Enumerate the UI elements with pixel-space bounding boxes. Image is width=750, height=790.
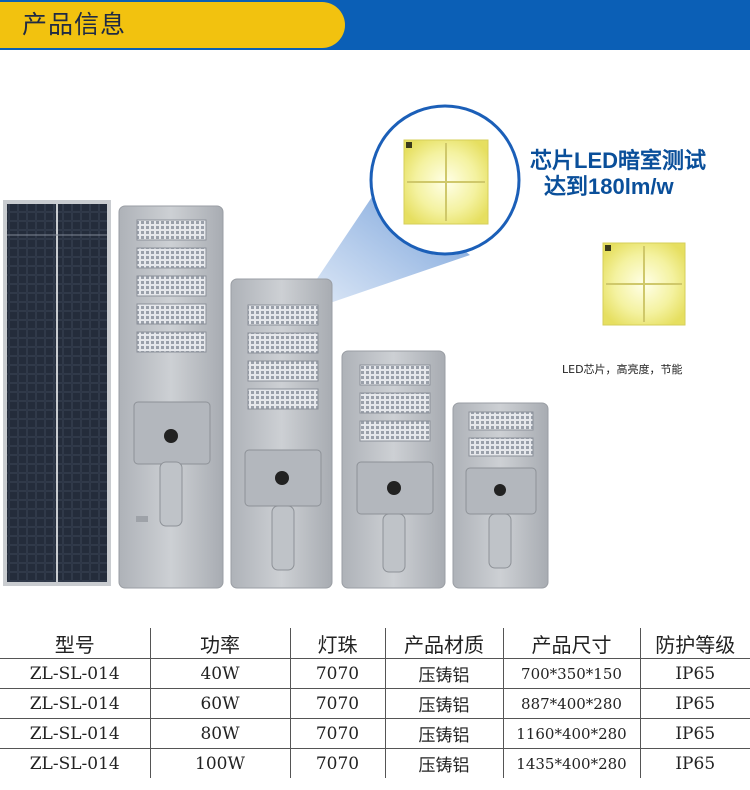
cell-material: 压铸铝 (384, 718, 503, 749)
table-row: ZL-SL-014 80W 7070 压铸铝 1160*400*280 IP65 (0, 718, 750, 749)
callout-line-2: 达到180lm/w (544, 174, 674, 199)
cell-power: 80W (149, 718, 290, 749)
cell-material: 压铸铝 (384, 658, 503, 689)
cell-size: 1160*400*280 (502, 718, 640, 749)
header-ip: 防护等级 (639, 628, 750, 659)
section-title: 产品信息 (22, 10, 127, 39)
cell-material: 压铸铝 (384, 688, 503, 719)
cell-size: 887*400*280 (502, 688, 640, 719)
cell-ip: IP65 (639, 658, 750, 689)
table-row: ZL-SL-014 60W 7070 压铸铝 887*400*280 IP65 (0, 688, 750, 719)
cell-material: 压铸铝 (384, 748, 503, 778)
cell-power: 40W (149, 658, 290, 689)
cell-model: ZL-SL-014 (0, 718, 150, 749)
cell-led: 7070 (289, 688, 385, 719)
header-material: 产品材质 (384, 628, 503, 659)
cell-size: 700*350*150 (502, 658, 640, 689)
cell-model: ZL-SL-014 (29, 753, 120, 774)
cell-led: 7070 (289, 658, 385, 689)
product-illustration (3, 104, 686, 589)
header-power: 功率 (149, 628, 290, 659)
table-header-row: 型号 功率 灯珠 产品材质 产品尺寸 防护等级 (0, 628, 750, 659)
led-chip (602, 242, 686, 326)
header-model: 型号 (0, 628, 150, 659)
header-size: 产品尺寸 (502, 628, 640, 659)
spec-table: 型号 功率 灯珠 产品材质 产品尺寸 防护等级 ZL-SL-014 40W 70… (0, 628, 750, 778)
cell-model: ZL-SL-014 (0, 688, 150, 719)
header-led: 灯珠 (289, 628, 385, 659)
lamp-100w (118, 205, 224, 589)
lamp-60w (341, 350, 446, 589)
magnifier-cone (292, 185, 470, 316)
cell-ip: IP65 (639, 718, 750, 749)
table-row: ZL-SL-014 100W 7070 压铸铝 1435*400*280 IP6… (0, 748, 750, 778)
cell-power: 100W (149, 748, 290, 778)
magnifier-chip (369, 104, 521, 256)
cell-model: ZL-SL-014 (0, 658, 150, 689)
cell-power: 60W (149, 688, 290, 719)
header-tab (0, 2, 345, 48)
callout-line-1: 芯片LED暗室测试 (530, 148, 707, 173)
cell-led: 7070 (289, 718, 385, 749)
chip-caption: LED芯片，高亮度，节能 (562, 363, 683, 376)
lamp-40w (452, 402, 549, 589)
table-row: ZL-SL-014 40W 7070 压铸铝 700*350*150 IP65 (0, 658, 750, 689)
cell-ip: IP65 (639, 688, 750, 719)
callout-text: 芯片LED暗室测试 达到180lm/w (530, 148, 740, 200)
solar-panel (3, 200, 111, 586)
cell-led: 7070 (289, 748, 385, 778)
cell-ip: IP65 (639, 748, 750, 778)
lamp-80w (230, 278, 333, 589)
section-header: 产品信息 (0, 0, 750, 50)
cell-size: 1435*400*280 (502, 748, 640, 778)
